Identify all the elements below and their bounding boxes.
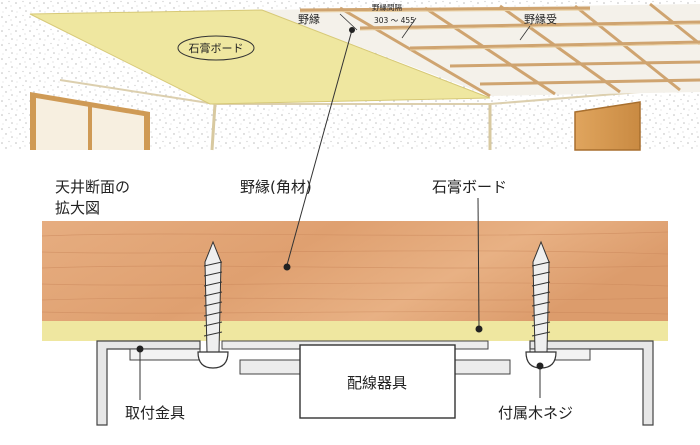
joist-frame — [299, 2, 700, 98]
gypsum-board-layer — [42, 321, 668, 341]
section-title-line2: 拡大図 — [55, 199, 100, 217]
gypsum-board-label: 石膏ボード — [432, 178, 507, 196]
ceiling-cross-section: 天井断面の 拡大図 野縁(角材) 石膏ボード 配線 — [41, 27, 669, 426]
wood-screw-left — [197, 240, 229, 369]
joist-spacing-value: 303 ～ 455 — [374, 16, 415, 25]
section-title-line1: 天井断面の — [55, 178, 130, 196]
bracket-label: 取付金具 — [125, 404, 185, 422]
back-wall — [212, 104, 490, 150]
joist-label: 野縁 — [298, 12, 320, 26]
joist-spacing-label: 野縁間隔 — [372, 2, 402, 12]
leader-lines — [139, 29, 541, 400]
room-illustration: 石膏ボード 野縁 野縁間隔 303 ～ 455 野縁受 — [0, 0, 700, 151]
wood-screw-right — [525, 240, 557, 369]
wiring-fixture — [299, 344, 456, 419]
door — [574, 101, 641, 151]
board-callout: 石膏ボード — [177, 35, 255, 61]
wiring-fixture-label: 配線器具 — [347, 374, 407, 392]
gypsum-board-panel — [29, 9, 491, 105]
mounting-bracket-left — [96, 340, 301, 426]
board-label: 石膏ボード — [189, 41, 244, 55]
joist-square-label: 野縁(角材) — [240, 178, 312, 196]
window — [30, 92, 150, 150]
wood-joist — [42, 221, 668, 321]
joist-receiver-label: 野縁受 — [524, 12, 557, 26]
wood-screw-label: 付属木ネジ — [498, 404, 573, 422]
